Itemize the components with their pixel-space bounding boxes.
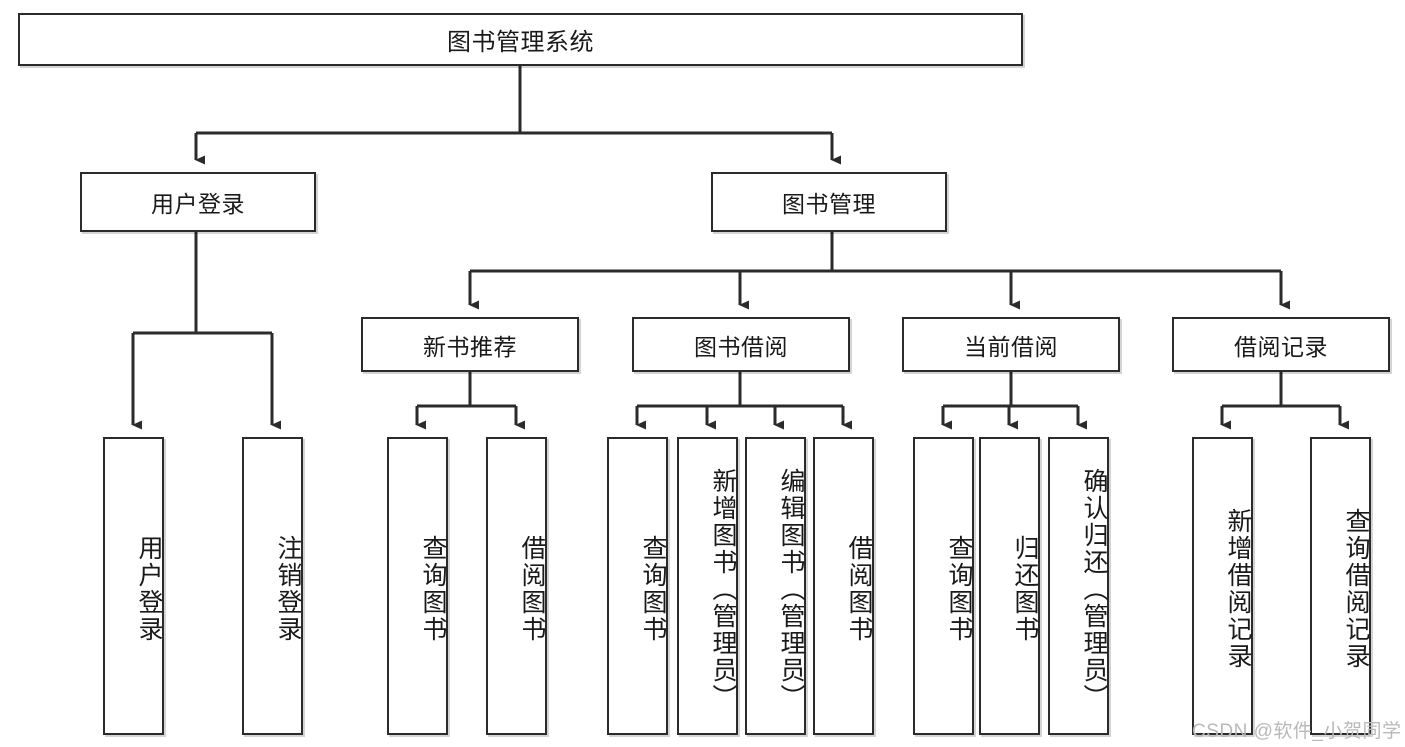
leaf-add-record-label: 新增借阅记录 (1224, 508, 1252, 670)
node-current-borrow-label: 当前借阅 (964, 333, 1058, 360)
node-user-login-label: 用户登录 (151, 191, 245, 217)
node-root[interactable]: 图书管理系统 (18, 13, 1023, 66)
leaf-return-book[interactable]: 归还图书 (979, 437, 1040, 735)
leaf-logout-login-label: 注销登录 (274, 535, 302, 643)
leaf-query-book-3[interactable]: 查询图书 (913, 437, 974, 735)
node-borrow-record-label: 借阅记录 (1234, 333, 1328, 360)
leaf-query-record[interactable]: 查询借阅记录 (1310, 437, 1371, 735)
leaf-query-book-2-label: 查询图书 (639, 535, 667, 643)
leaf-query-record-label: 查询借阅记录 (1342, 508, 1370, 670)
node-book-manage-label: 图书管理 (782, 191, 876, 217)
node-current-borrow[interactable]: 当前借阅 (902, 317, 1120, 372)
node-root-label: 图书管理系统 (447, 29, 594, 56)
leaf-confirm-return[interactable]: 确认归还（管理员） (1048, 437, 1109, 735)
leaf-add-book-label: 新增图书（管理员） (709, 467, 737, 711)
node-book-borrow[interactable]: 图书借阅 (632, 317, 850, 372)
node-new-book-recommend-label: 新书推荐 (423, 333, 517, 360)
leaf-add-book[interactable]: 新增图书（管理员） (677, 437, 738, 735)
leaf-user-login[interactable]: 用户登录 (103, 437, 164, 735)
node-new-book-recommend[interactable]: 新书推荐 (361, 317, 579, 372)
leaf-logout-login[interactable]: 注销登录 (242, 437, 303, 735)
leaf-add-record[interactable]: 新增借阅记录 (1192, 437, 1253, 735)
node-book-manage[interactable]: 图书管理 (711, 172, 947, 232)
leaf-borrow-book-2-label: 借阅图书 (845, 535, 873, 643)
node-user-login[interactable]: 用户登录 (80, 172, 316, 232)
node-book-borrow-label: 图书借阅 (694, 333, 788, 360)
leaf-query-book-1-label: 查询图书 (419, 535, 447, 643)
node-borrow-record[interactable]: 借阅记录 (1172, 317, 1390, 372)
leaf-query-book-2[interactable]: 查询图书 (607, 437, 668, 735)
leaf-edit-book[interactable]: 编辑图书（管理员） (745, 437, 806, 735)
leaf-confirm-return-label: 确认归还（管理员） (1080, 467, 1108, 711)
leaf-edit-book-label: 编辑图书（管理员） (777, 467, 805, 711)
leaf-return-book-label: 归还图书 (1011, 535, 1039, 643)
leaf-user-login-label: 用户登录 (135, 535, 163, 643)
leaf-query-book-1[interactable]: 查询图书 (387, 437, 448, 735)
leaf-borrow-book-1-label: 借阅图书 (518, 535, 546, 643)
csdn-watermark: CSDN @软件_小贺同学 (1192, 721, 1402, 742)
leaf-query-book-3-label: 查询图书 (945, 535, 973, 643)
leaf-borrow-book-2[interactable]: 借阅图书 (813, 437, 874, 735)
leaf-borrow-book-1[interactable]: 借阅图书 (486, 437, 547, 735)
